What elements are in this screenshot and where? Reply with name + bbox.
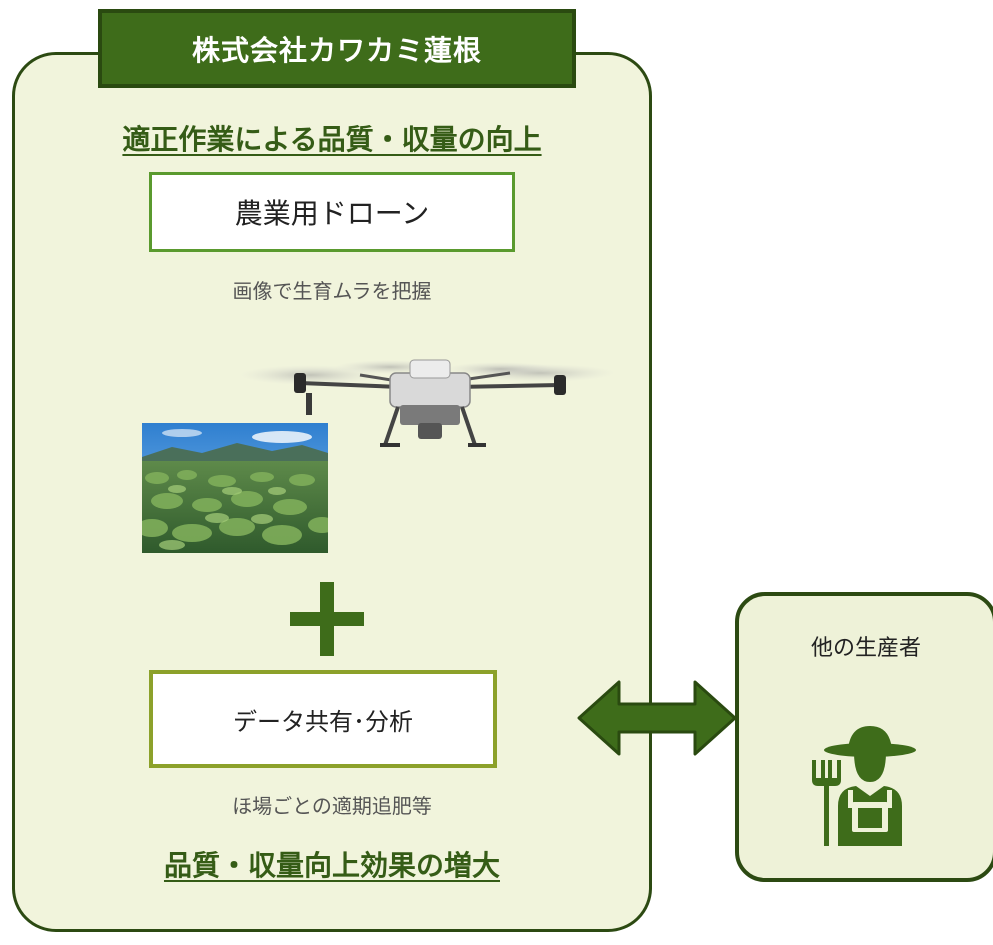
company-title: 株式会社カワカミ蓮根 [191,33,482,67]
heading-top: 適正作業による品質・収量の向上 [122,123,542,156]
farmer-icon [812,726,916,846]
plus-icon [290,582,364,656]
drone-box: 農業用ドローン [149,172,515,252]
heading-bottom: 品質・収量向上効果の増大 [163,849,500,882]
drone-box-label: 農業用ドローン [234,197,430,230]
double-arrow-icon [577,680,737,756]
company-title-box: 株式会社カワカミ蓮根 [98,9,576,88]
other-producers-label: 他の生産者 [810,636,921,661]
data-sharing-box: データ共有･分析 [149,670,497,768]
lotus-field-photo [142,423,328,553]
drone-image [240,359,615,447]
data-caption: ほ場ごとの適期追肥等 [232,794,432,818]
data-box-label: データ共有･分析 [233,707,413,736]
drone-caption: 画像で生育ムラを把握 [232,279,432,303]
